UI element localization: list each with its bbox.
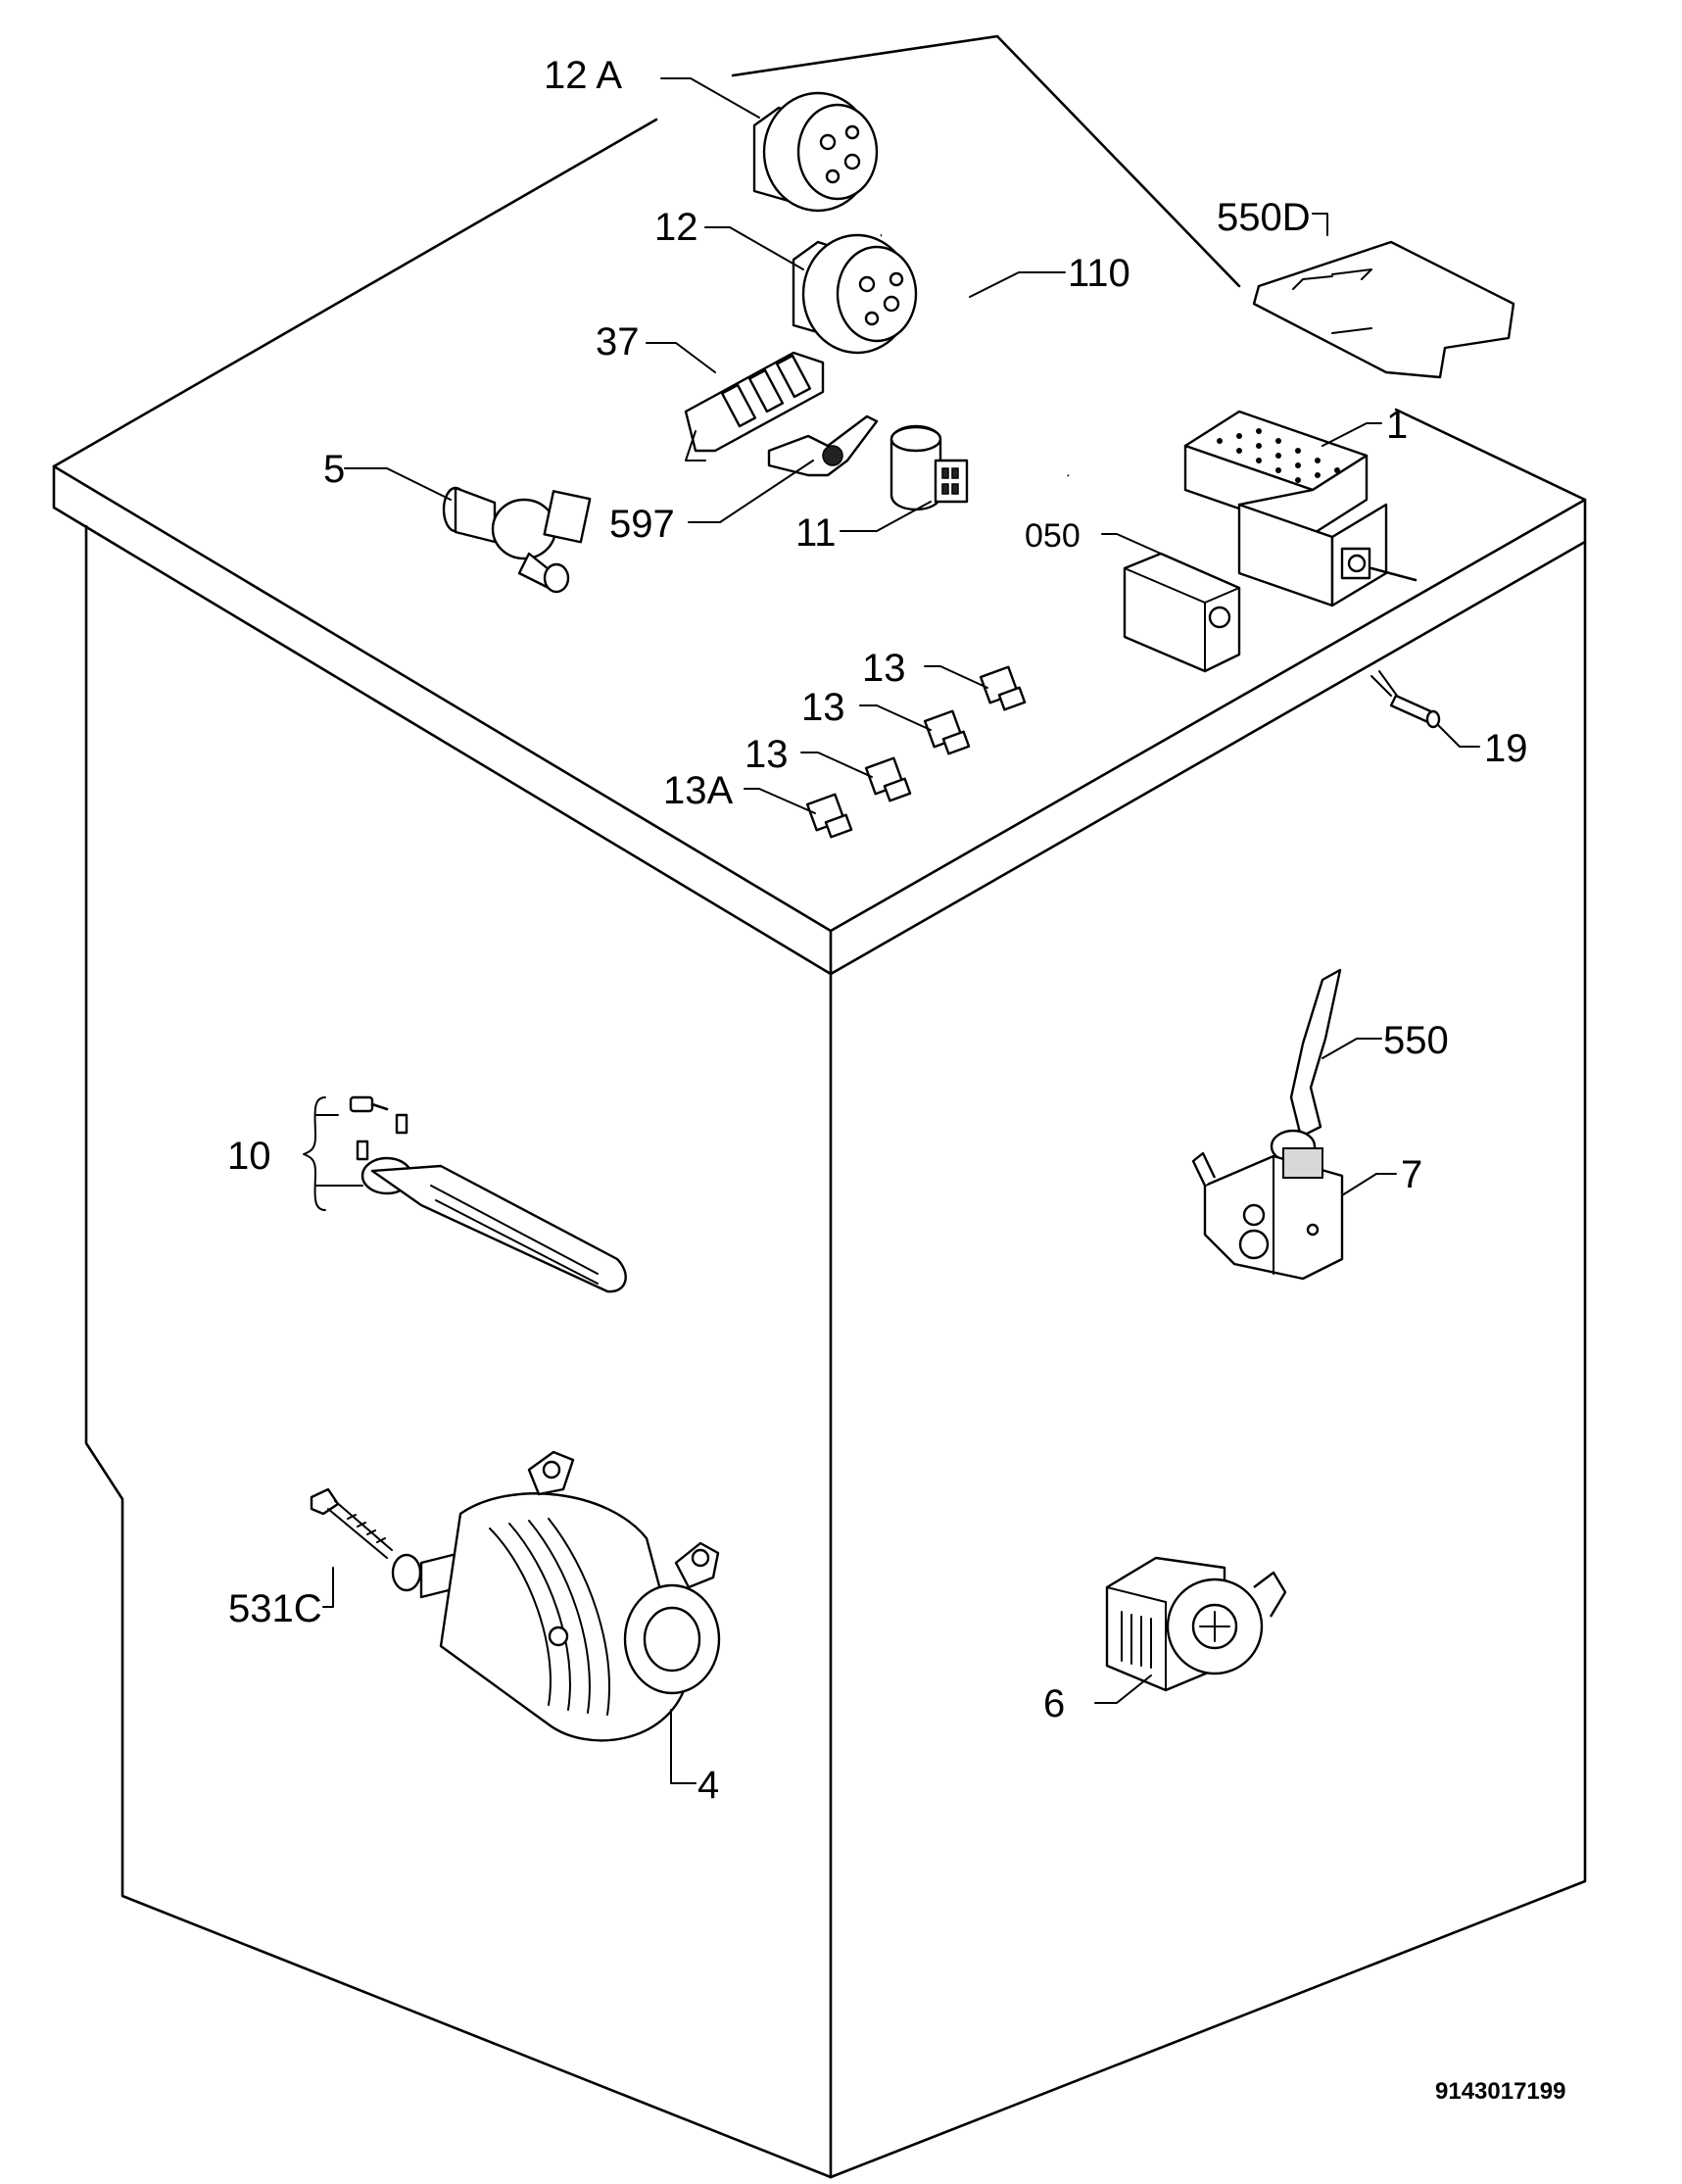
label-13a: 13A [663,769,733,812]
label-550: 550 [1383,1019,1449,1062]
label-110: 110 [1068,252,1130,295]
clip-597 [767,414,879,477]
connector-13-mid [923,709,971,755]
label-050: 050 [1025,517,1081,555]
label-5: 5 [323,448,345,491]
capacitor-11 [889,424,969,511]
label-1: 1 [1386,404,1408,447]
connector-13-front [864,756,912,802]
terminal-block-37 [684,351,825,461]
label-550d: 550D [1217,196,1311,239]
label-7: 7 [1401,1153,1422,1196]
label-37: 37 [596,320,640,364]
selector-switch-12 [792,233,918,355]
programmer-timer-1 [1183,410,1418,607]
drain-pump-6 [1105,1556,1287,1692]
bolt-531c [310,1487,393,1559]
filter-050 [1123,552,1241,673]
door-lever-550 [1270,968,1342,1164]
label-13-front: 13 [745,733,789,776]
label-19: 19 [1484,727,1528,770]
leader-lines [303,77,1480,1784]
label-12a: 12 A [544,54,622,97]
label-13-mid: 13 [801,686,845,729]
connector-13a [805,793,853,839]
label-4: 4 [697,1764,719,1807]
drawing-code: 9143017199 [1435,2078,1565,2105]
label-11: 11 [795,511,837,555]
sensor-19 [1370,670,1441,729]
label-597: 597 [609,503,675,546]
label-531c: 531C [228,1587,322,1630]
door-lock-7 [1191,1147,1344,1281]
motor-4 [391,1450,721,1742]
selector-switch-12a [752,91,879,213]
label-6: 6 [1043,1682,1065,1725]
part-labels: 12 A 12 110 550D 37 5 597 11 1 050 13 13… [227,54,1565,2105]
label-12: 12 [654,206,698,249]
label-13-rear: 13 [862,647,906,690]
heating-element-10 [349,1095,627,1293]
hose-110 [880,232,1070,477]
cover-plate-550d [1252,240,1515,379]
connector-13-rear [979,665,1027,711]
label-10: 10 [227,1135,271,1178]
valve-5 [442,486,592,594]
cabinet-outline [52,34,1587,2179]
